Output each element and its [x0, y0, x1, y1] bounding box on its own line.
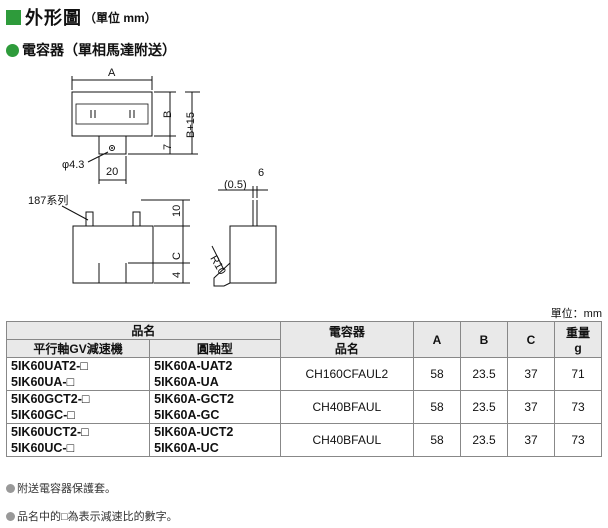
note-text: 附送電容器保護套。: [17, 483, 116, 495]
section-header: 外形圖 （單位 mm）: [6, 6, 157, 28]
capacitor-model-cell: CH40BFAUL: [279, 423, 415, 457]
dim-label-phi: φ4.3: [62, 159, 84, 171]
c-header: C: [507, 321, 555, 358]
series-label: 187系列: [28, 193, 68, 207]
note-gear-ratio: 品名中的□為表示減速比的數字。: [6, 508, 178, 524]
weight-value: 71: [554, 357, 602, 391]
note-text: 品名中的□為表示減速比的數字。: [17, 511, 178, 523]
parallel-gearhead-header: 平行軸GV減速機: [5, 339, 151, 358]
capacitor-header-line2: 品名: [334, 341, 359, 356]
c-value: 37: [507, 390, 555, 424]
spec-table: 品名 電容器 品名 A B C 重量 g 平行軸GV減速機 圓軸型 5IK60U…: [5, 321, 602, 457]
round-shaft-header: 圓軸型: [149, 339, 281, 358]
note-bullet-icon: [6, 512, 15, 521]
capacitor-header-line1: 電容器: [328, 324, 365, 339]
dim-label-20: 20: [106, 166, 118, 178]
note-bullet-icon: [6, 484, 15, 493]
b-value: 23.5: [460, 357, 508, 391]
capacitor-header: 電容器 品名: [279, 321, 415, 358]
gearhead-model-cell: 5IK60UAT2-□5IK60UA-□: [5, 357, 151, 391]
dim-label-05: (0.5): [224, 179, 247, 191]
c-value: 37: [507, 423, 555, 457]
bullet-icon: [6, 43, 19, 57]
table-header-row: 品名 電容器 品名 A B C 重量 g: [6, 321, 602, 358]
dim-label-r10: R10: [207, 254, 227, 277]
dim-label-6: 6: [258, 167, 264, 179]
dim-label-a: A: [108, 67, 116, 79]
a-value: 58: [413, 357, 461, 391]
subsection-header: 電容器（單相馬達附送）: [6, 40, 176, 60]
table-subheader-row: 平行軸GV減速機 圓軸型: [5, 339, 602, 358]
gearhead-model-cell: 5IK60UCT2-□5IK60UC-□: [5, 423, 151, 457]
weight-value: 73: [554, 423, 602, 457]
b-value: 23.5: [460, 423, 508, 457]
c-value: 37: [507, 357, 555, 391]
weight-value: 73: [554, 390, 602, 424]
weight-header: 重量 g: [554, 321, 602, 358]
unit-note: （單位 mm）: [84, 10, 157, 25]
page-title: 外形圖: [25, 8, 82, 28]
product-name-header: 品名: [6, 321, 281, 340]
dim-label-c: C: [171, 252, 183, 260]
dim-label-4: 4: [171, 272, 183, 278]
dim-label-10: 10: [171, 205, 183, 217]
a-value: 58: [413, 423, 461, 457]
weight-header-line1: 重量: [565, 326, 590, 340]
dim-label-b15: B+15: [185, 112, 197, 138]
a-value: 58: [413, 390, 461, 424]
capacitor-model-cell: CH160CFAUL2: [279, 357, 415, 391]
weight-header-line2: g: [574, 341, 582, 355]
note-protective-cover: 附送電容器保護套。: [6, 480, 116, 496]
b-header: B: [460, 321, 508, 358]
gearhead-model-cell: 5IK60GCT2-□5IK60GC-□: [5, 390, 151, 424]
b-value: 23.5: [460, 390, 508, 424]
capacitor-dimension-drawing: A B B+15 7 φ4.3 20 187系列 10 C 4 (0.5) 6 …: [28, 67, 277, 287]
dim-label-7: 7: [162, 144, 174, 150]
table-unit-label: 單位：mm: [550, 308, 602, 320]
green-square-icon: [6, 9, 21, 25]
a-header: A: [413, 321, 461, 358]
capacitor-model-cell: CH40BFAUL: [279, 390, 415, 424]
dim-label-b: B: [162, 111, 174, 118]
subsection-title: 電容器（單相馬達附送）: [22, 42, 176, 58]
